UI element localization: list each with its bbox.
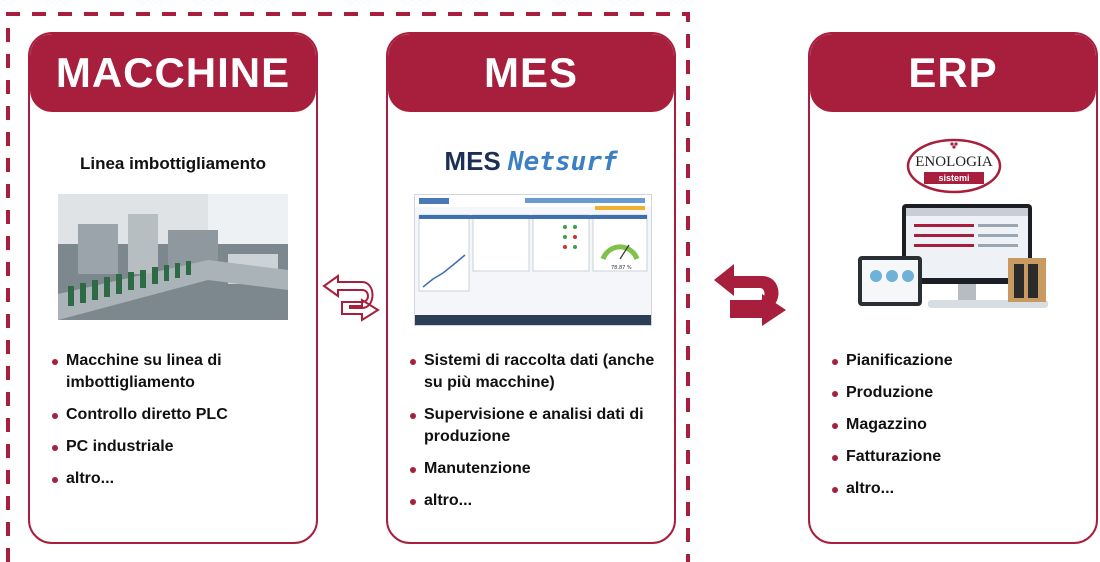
bullet-dot <box>832 487 838 493</box>
bullet-dot <box>410 499 416 505</box>
list-item: Manutenzione <box>410 458 662 480</box>
erp-computer-mockup <box>858 204 1048 308</box>
svg-text:sistemi: sistemi <box>938 173 969 183</box>
list-item: Controllo diretto PLC <box>52 404 304 426</box>
list-item: Pianificazione <box>832 350 1084 372</box>
card-mes: MES MES Netsurf 78.87 % Sistemi di racco… <box>386 32 676 544</box>
card-erp: ERP ENOLOGIA sistemi Pianificazione Prod… <box>808 32 1098 544</box>
bullet-dot <box>410 467 416 473</box>
list-item: altro... <box>52 468 304 490</box>
list-item: Macchine su linea di imbottigliamento <box>52 350 304 394</box>
bottling-line-photo <box>58 194 288 320</box>
card-title: MACCHINE <box>55 49 291 96</box>
card-header: MACCHINE <box>30 34 316 112</box>
card-macchine: MACCHINE Linea imbottigliamento Macchine… <box>28 32 318 544</box>
card-header: MES <box>388 34 674 112</box>
bullet-list: Pianificazione Produzione Magazzino Fatt… <box>832 350 1084 510</box>
enologia-logo: ENOLOGIA sistemi <box>906 138 1002 194</box>
list-item: Fatturazione <box>832 446 1084 468</box>
bullet-dot <box>52 445 58 451</box>
bullet-dot <box>410 359 416 365</box>
list-item: Produzione <box>832 382 1084 404</box>
bullet-list: Macchine su linea di imbottigliamento Co… <box>52 350 304 500</box>
bullet-dot <box>52 413 58 419</box>
list-item: PC industriale <box>52 436 304 458</box>
bullet-dot <box>832 391 838 397</box>
bidirectional-arrow-outline-icon <box>322 274 380 322</box>
bullet-dot <box>832 455 838 461</box>
bullet-dot <box>832 359 838 365</box>
card-subtitle: Linea imbottigliamento <box>79 154 267 173</box>
list-item: Magazzino <box>832 414 1084 436</box>
card-title: MES <box>483 49 578 96</box>
bullet-list: Sistemi di raccolta dati (anche su più m… <box>410 350 662 522</box>
list-item: Supervisione e analisi dati di produzion… <box>410 404 662 448</box>
mes-dashboard-screenshot: 78.87 % <box>414 194 652 326</box>
list-item: altro... <box>410 490 662 512</box>
bullet-dot <box>52 477 58 483</box>
list-item: altro... <box>832 478 1084 500</box>
bullet-dot <box>410 413 416 419</box>
bullet-dot <box>52 359 58 365</box>
card-header: ERP <box>810 34 1096 112</box>
bidirectional-arrow-solid-icon <box>714 264 786 326</box>
mes-netsurf-logo: MES Netsurf <box>444 146 618 177</box>
svg-text:78.87 %: 78.87 % <box>611 265 632 271</box>
bullet-dot <box>832 423 838 429</box>
card-title: ERP <box>908 49 998 96</box>
list-item: Sistemi di raccolta dati (anche su più m… <box>410 350 662 394</box>
svg-text:ENOLOGIA: ENOLOGIA <box>915 154 993 170</box>
